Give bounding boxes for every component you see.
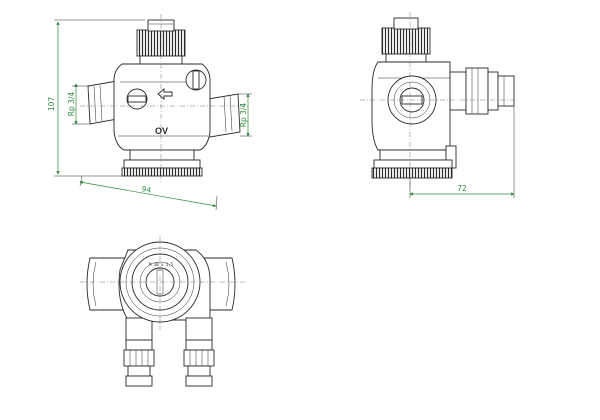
dim-port-right-label: Rp 3/4 — [239, 103, 248, 128]
top-marking: M 30 x 1,5 — [149, 262, 174, 267]
front-bottom-knurl — [121, 167, 203, 177]
body-label: OV — [155, 126, 168, 136]
side-bottom-knurl — [371, 167, 453, 179]
side-dimensions: 72 — [409, 106, 515, 198]
top-fitting-left — [123, 339, 155, 387]
side-connector — [465, 67, 489, 115]
side-view — [360, 12, 520, 192]
front-view: OV — [80, 14, 248, 184]
dim-depth-label: 72 — [457, 184, 467, 193]
top-view: M 30 x 1,5 — [80, 236, 246, 387]
side-cap-knurl — [381, 27, 431, 55]
front-dimensions: 107 94 Rp 3/4 Rp 3/4 — [47, 19, 252, 211]
top-fitting-right — [183, 339, 215, 387]
side-connector-nut — [497, 75, 515, 107]
front-cap-knurl — [136, 29, 186, 57]
dim-port-left-label: Rp 3/4 — [67, 92, 76, 117]
dim-height-label: 107 — [47, 97, 56, 112]
top-left-port — [86, 257, 129, 311]
front-valve-body — [113, 63, 211, 151]
dim-width-label: 94 — [141, 184, 152, 195]
